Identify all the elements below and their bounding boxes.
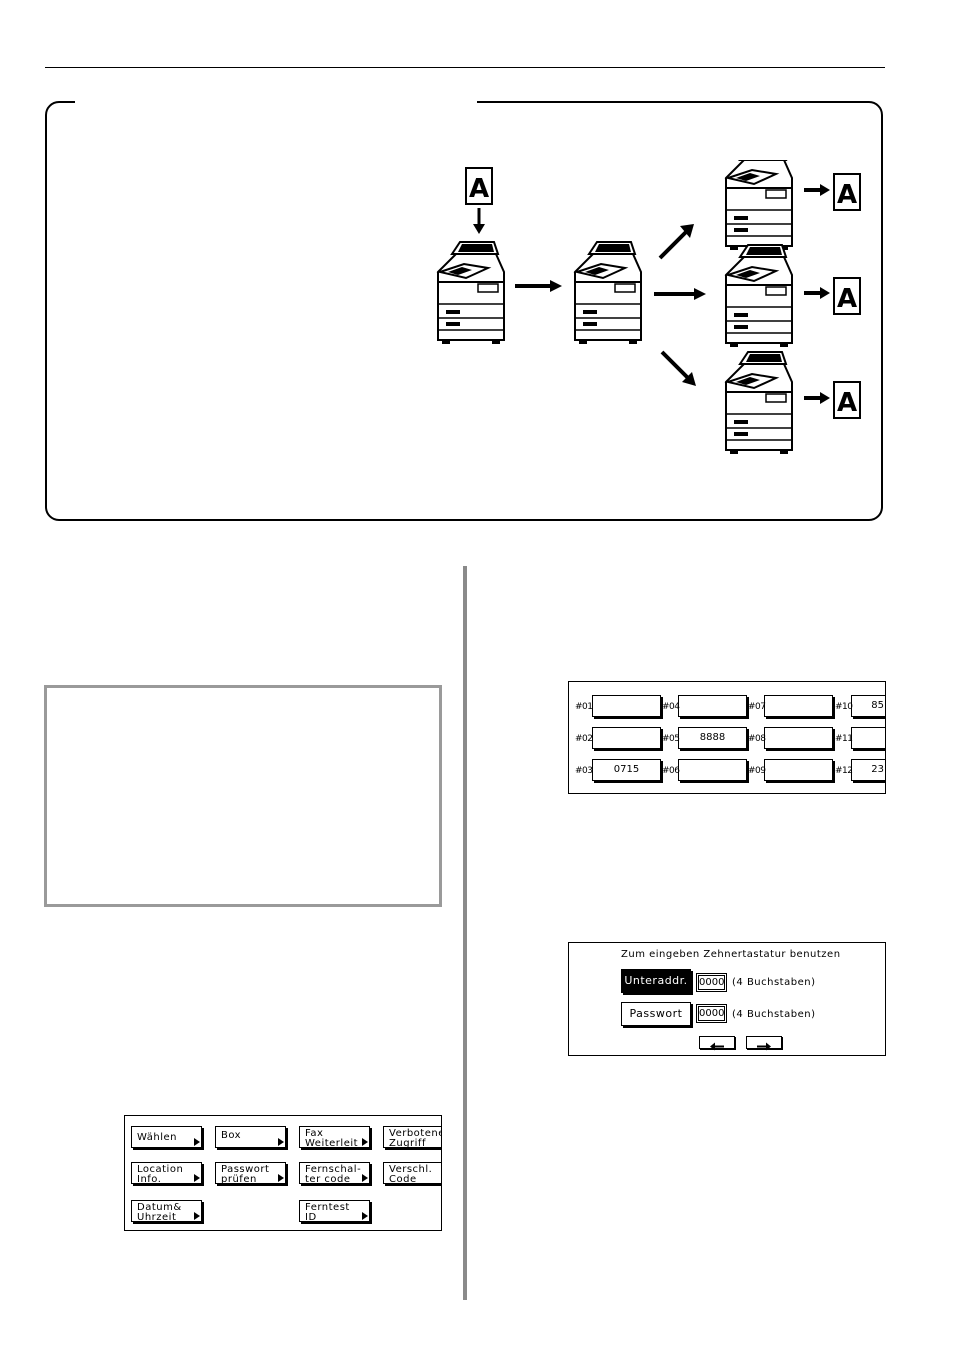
code-slot-05[interactable]: 8888 xyxy=(678,727,747,749)
password-field[interactable]: 0000 xyxy=(698,1006,725,1021)
remote-code-grid-screen: #01 #02 #03 0715 #04 #05 8888 #06 #07 #0… xyxy=(568,681,886,794)
arrow-icon xyxy=(362,1212,368,1220)
code-slot-12[interactable]: 23 xyxy=(851,759,886,781)
code-slot-01[interactable] xyxy=(592,695,661,717)
slot-label: #11 xyxy=(835,734,853,744)
slot-label: #07 xyxy=(748,702,766,712)
arrow-left-icon xyxy=(700,1041,734,1052)
slot-label: #08 xyxy=(748,734,766,744)
original-document: A xyxy=(466,168,492,204)
receiving-machine-3 xyxy=(726,352,792,454)
slot-label: #12 xyxy=(835,766,853,776)
arrow-right-icon xyxy=(747,1041,781,1052)
previous-button[interactable] xyxy=(699,1036,735,1049)
passwort-pruefen-button-label: Passwort prüfen xyxy=(221,1165,269,1185)
subaddress-hint: (4 Buchstaben) xyxy=(732,977,815,988)
code-slot-09[interactable] xyxy=(764,759,833,781)
arrow-icon xyxy=(194,1138,200,1146)
fax-weiterleit-button-label: Fax Weiterleit xyxy=(305,1129,358,1149)
verbotene-zugriff-button-label: Verbotene Zugriff xyxy=(389,1129,442,1149)
relay-machine xyxy=(575,242,641,344)
next-button[interactable] xyxy=(746,1036,782,1049)
relay-broadcast-diagram: A A xyxy=(420,160,880,460)
note-box xyxy=(44,685,442,907)
fernschalter-code-button[interactable]: Fernschal- ter code xyxy=(299,1162,370,1184)
instruction-text: Zum eingeben Zehnertastatur benutzen xyxy=(621,949,841,960)
receiving-machine-1 xyxy=(726,160,792,250)
slot-label: #03 xyxy=(575,766,593,776)
verbotene-zugriff-button[interactable]: Verbotene Zugriff xyxy=(383,1126,442,1148)
box-button[interactable]: Box xyxy=(215,1126,286,1148)
frame-title-gap xyxy=(75,96,477,106)
received-document-2 xyxy=(834,278,860,314)
code-slot-10[interactable]: 85 xyxy=(851,695,886,717)
code-slot-08[interactable] xyxy=(764,727,833,749)
code-slot-11[interactable] xyxy=(851,727,886,749)
passwort-button[interactable]: Passwort xyxy=(621,1002,691,1026)
location-info-button-label: Location Info. xyxy=(137,1165,183,1185)
verschl-code-button-label: Verschl. Code xyxy=(389,1165,432,1185)
code-slot-07[interactable] xyxy=(764,695,833,717)
arrow-icon xyxy=(362,1174,368,1182)
code-slot-06[interactable] xyxy=(678,759,747,781)
unteraddr-button[interactable]: Unteraddr. xyxy=(621,969,691,993)
doc-letter: A xyxy=(469,174,489,204)
received-document-3 xyxy=(834,382,860,418)
datum-uhrzeit-button-label: Datum& Uhrzeit xyxy=(137,1203,182,1223)
ferntest-id-button-label: Ferntest ID xyxy=(305,1203,350,1223)
arrow-icon xyxy=(194,1212,200,1220)
password-hint: (4 Buchstaben) xyxy=(732,1009,815,1020)
slot-label: #02 xyxy=(575,734,593,744)
datum-uhrzeit-button[interactable]: Datum& Uhrzeit xyxy=(131,1200,202,1222)
code-slot-04[interactable] xyxy=(678,695,747,717)
location-info-button[interactable]: Location Info. xyxy=(131,1162,202,1184)
slot-label: #09 xyxy=(748,766,766,776)
slot-label: #10 xyxy=(835,702,853,712)
verschl-code-button[interactable]: Verschl. Code xyxy=(383,1162,442,1184)
subaddress-field[interactable]: 0000 xyxy=(698,975,725,990)
slot-label: #05 xyxy=(662,734,680,744)
column-divider xyxy=(463,566,467,1300)
fax-settings-menu-screen: Wählen Box Fax Weiterleit Verbotene Zugr… xyxy=(124,1115,442,1231)
ferntest-id-button[interactable]: Ferntest ID xyxy=(299,1200,370,1222)
subaddress-entry-screen: Zum eingeben Zehnertastatur benutzen Unt… xyxy=(568,942,886,1056)
received-document-1 xyxy=(834,174,860,210)
arrow-icon xyxy=(278,1174,284,1182)
passwort-pruefen-button[interactable]: Passwort prüfen xyxy=(215,1162,286,1184)
slot-label: #06 xyxy=(662,766,680,776)
arrow-icon xyxy=(362,1138,368,1146)
sending-machine xyxy=(438,242,504,344)
header-rule xyxy=(45,67,885,68)
arrow-icon xyxy=(278,1138,284,1146)
receiving-machine-2 xyxy=(726,245,792,347)
slot-label: #01 xyxy=(575,702,593,712)
code-slot-02[interactable] xyxy=(592,727,661,749)
slot-label: #04 xyxy=(662,702,680,712)
waehlen-button[interactable]: Wählen xyxy=(131,1126,202,1148)
fernschalter-code-button-label: Fernschal- ter code xyxy=(305,1165,361,1185)
code-slot-03[interactable]: 0715 xyxy=(592,759,661,781)
waehlen-button-label: Wählen xyxy=(137,1133,177,1143)
arrow-icon xyxy=(194,1174,200,1182)
box-button-label: Box xyxy=(221,1131,241,1141)
fax-weiterleit-button[interactable]: Fax Weiterleit xyxy=(299,1126,370,1148)
